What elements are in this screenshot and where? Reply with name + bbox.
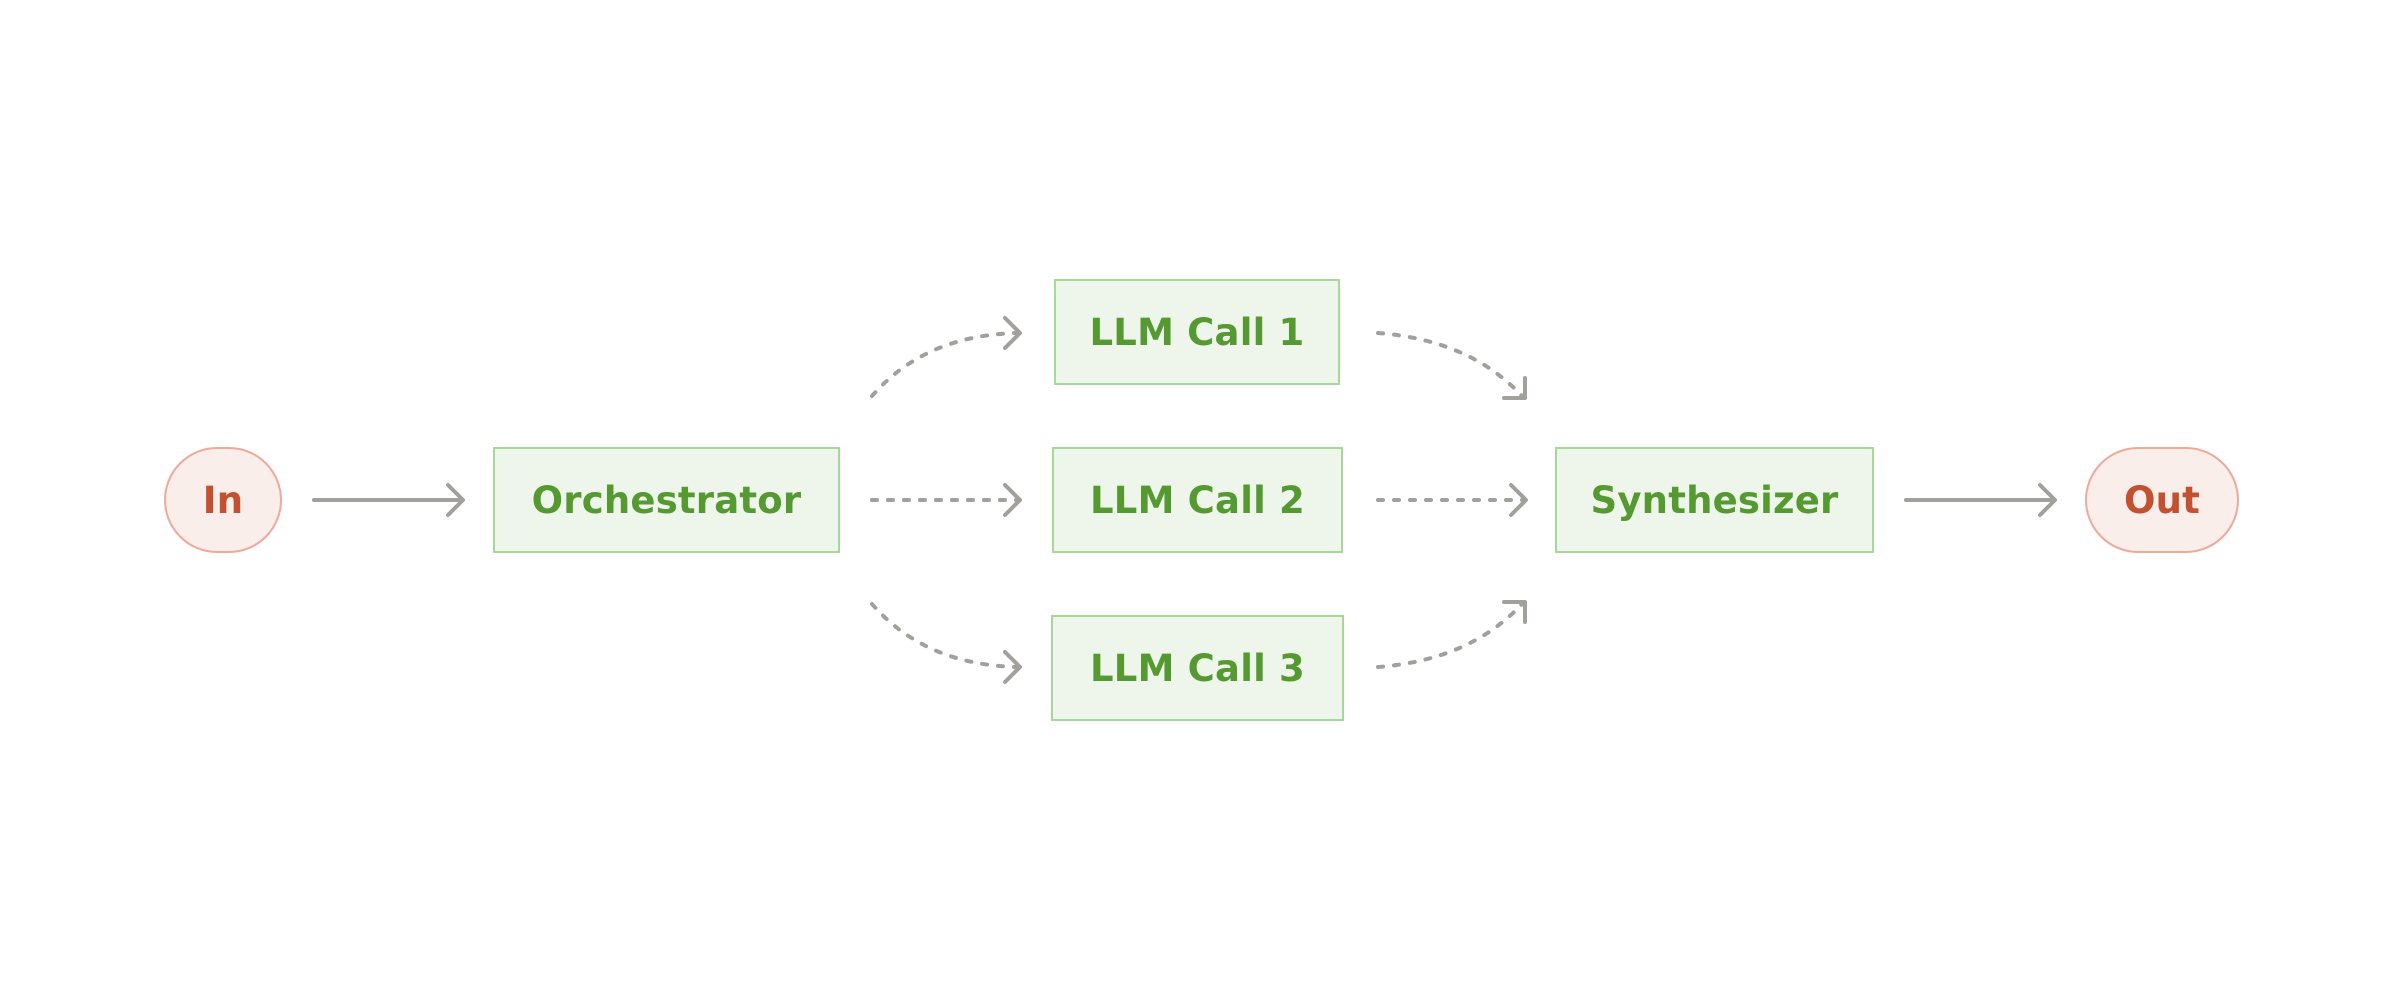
edge-synthesizer-to-out	[1904, 483, 2057, 517]
edge-llm-call-1-to-synthesizer	[1376, 331, 1527, 400]
arrowhead-icon	[1003, 483, 1022, 517]
edge-orchestrator-to-llm-call-1	[870, 316, 1022, 398]
arrowhead-icon	[1502, 376, 1527, 400]
synthesizer-node: Synthesizer	[1555, 447, 1874, 553]
edge-llm-call-3-to-synthesizer	[1376, 600, 1527, 669]
arrowhead-icon	[1502, 600, 1527, 624]
in-node: In	[164, 447, 282, 553]
arrowhead-icon	[446, 483, 465, 517]
edge-in-to-orchestrator	[312, 483, 465, 517]
arrowhead-icon	[1509, 483, 1528, 517]
orchestrator-node: Orchestrator	[493, 447, 840, 553]
edge-orchestrator-to-llm-call-3	[870, 602, 1022, 684]
edge-orchestrator-to-llm-call-2	[870, 483, 1022, 517]
edge-llm-call-2-to-synthesizer	[1376, 483, 1528, 517]
arrowhead-icon	[1003, 316, 1022, 350]
llm-call-2-node: LLM Call 2	[1052, 447, 1343, 553]
out-node: Out	[2085, 447, 2239, 553]
llm-call-1-node: LLM Call 1	[1054, 279, 1340, 385]
llm-call-3-node: LLM Call 3	[1051, 615, 1344, 721]
arrowhead-icon	[2038, 483, 2057, 517]
arrowhead-icon	[1003, 650, 1022, 684]
